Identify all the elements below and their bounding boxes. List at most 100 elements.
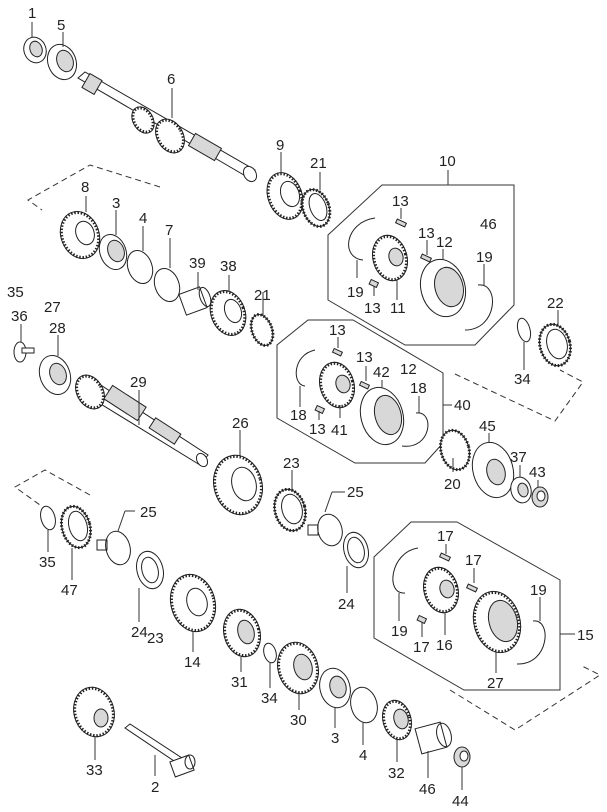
label-27-a: 27 <box>44 299 61 316</box>
part-17-key-2[interactable] <box>465 583 479 593</box>
label-20: 20 <box>444 476 461 493</box>
part-33-reverse-idler-gear[interactable] <box>68 683 120 742</box>
part-25-synchro-cone[interactable] <box>307 511 346 548</box>
part-4-snap-ring-2[interactable] <box>347 684 381 726</box>
part-21-synchro-ring-2[interactable] <box>247 312 277 349</box>
label-29: 29 <box>130 374 147 391</box>
part-22-synchro-ring[interactable] <box>535 321 575 369</box>
part-14-gear[interactable] <box>164 569 222 636</box>
sync-assembly-15-outline <box>373 521 561 691</box>
label-41: 41 <box>331 422 348 439</box>
part-35-snap-ring[interactable] <box>38 505 58 532</box>
part-28-bearing[interactable] <box>34 351 76 399</box>
label-35-a: 35 <box>7 284 24 301</box>
part-24-synchro-ring-2[interactable] <box>133 548 168 591</box>
label-14: 14 <box>184 654 201 671</box>
label-19-c: 19 <box>391 623 408 640</box>
label-13-a: 13 <box>392 193 409 210</box>
part-16-synchro-hub[interactable] <box>419 563 464 616</box>
part-19-snap-ring-4[interactable] <box>516 620 546 665</box>
part-41-synchro-hub[interactable] <box>315 358 360 411</box>
dashed-outline-upper-left <box>27 164 161 211</box>
part-27-synchro-sleeve-gear[interactable] <box>467 586 527 658</box>
part-18-snap-ring[interactable] <box>295 349 316 387</box>
part-12-synchro-sleeve[interactable] <box>414 254 472 321</box>
part-19-snap-ring-3[interactable] <box>392 547 419 594</box>
part-1-oil-seal[interactable] <box>20 34 50 66</box>
part-32-gear[interactable] <box>378 697 415 743</box>
part-13-key-3[interactable] <box>368 278 380 289</box>
label-26: 26 <box>232 415 249 432</box>
part-47-synchro-ring[interactable] <box>57 503 95 551</box>
part-29-output-shaft[interactable] <box>70 370 210 469</box>
part-17-key[interactable] <box>438 552 452 562</box>
part-13-key-6[interactable] <box>314 404 326 415</box>
label-19-d: 19 <box>530 582 547 599</box>
part-23-synchro-ring[interactable] <box>270 486 310 534</box>
part-12-synchro-sleeve-2[interactable] <box>354 383 410 450</box>
label-11: 11 <box>390 300 406 317</box>
part-5-bearing[interactable] <box>43 40 82 83</box>
label-18-b: 18 <box>290 407 307 424</box>
part-36-oil-guide[interactable] <box>13 341 35 363</box>
label-4: 4 <box>139 210 147 227</box>
label-10: 10 <box>439 153 456 170</box>
part-38-gear[interactable] <box>204 286 252 341</box>
label-34-a: 34 <box>514 371 531 388</box>
label-30: 30 <box>290 712 307 729</box>
label-27-b: 27 <box>487 675 504 692</box>
part-21-synchro-ring[interactable] <box>297 186 334 231</box>
part-20-synchro-ring[interactable] <box>436 427 473 473</box>
label-40: 40 <box>454 397 471 414</box>
part-3-bearing[interactable] <box>95 231 132 274</box>
part-17-key-3[interactable] <box>416 614 428 625</box>
part-18-snap-ring-2[interactable] <box>401 412 429 447</box>
part-19-snap-ring[interactable] <box>348 217 376 261</box>
part-37-bearing[interactable] <box>508 475 534 505</box>
part-13-key-4[interactable] <box>331 347 344 357</box>
label-35-b: 35 <box>39 554 56 571</box>
part-19-snap-ring-2[interactable] <box>464 284 493 331</box>
label-45: 45 <box>479 418 496 435</box>
part-3-bearing-2[interactable] <box>315 665 354 711</box>
label-3: 3 <box>112 195 120 212</box>
label-47: 47 <box>61 582 78 599</box>
part-8-gear[interactable] <box>54 206 106 264</box>
part-26-gear[interactable] <box>207 450 269 520</box>
label-21: 21 <box>310 155 327 172</box>
part-39-needle-bushing[interactable] <box>178 286 213 316</box>
part-46-bushing[interactable] <box>414 721 454 755</box>
part-34-snap-ring-2[interactable] <box>262 642 279 664</box>
label-2: 2 <box>151 779 159 796</box>
label-46-a: 46 <box>480 216 497 233</box>
label-21-b: 21 <box>254 287 271 304</box>
label-18-a: 18 <box>410 380 427 397</box>
part-13-key-5[interactable] <box>358 380 371 390</box>
label-1: 1 <box>28 5 36 22</box>
label-46-b: 46 <box>419 781 436 798</box>
part-44-lock-nut[interactable] <box>453 746 471 768</box>
label-13-e: 13 <box>356 349 373 366</box>
label-28: 28 <box>49 320 66 337</box>
label-12-b: 12 <box>400 361 417 378</box>
label-13-b: 13 <box>418 225 435 242</box>
part-11-synchro-hub[interactable] <box>368 231 413 284</box>
label-25-b: 25 <box>140 504 157 521</box>
part-9-gear[interactable] <box>261 168 309 225</box>
part-45-plate[interactable] <box>466 438 519 502</box>
part-25-synchro-cone-2[interactable] <box>96 528 134 567</box>
part-6-input-shaft[interactable] <box>77 71 259 184</box>
part-4-snap-ring[interactable] <box>123 247 157 287</box>
part-2-idler-shaft[interactable] <box>124 723 196 778</box>
part-30-gear[interactable] <box>272 638 324 699</box>
part-24-synchro-ring[interactable] <box>340 530 372 571</box>
part-43-lock-nut[interactable] <box>531 486 549 508</box>
label-31: 31 <box>231 674 248 691</box>
part-13-key[interactable] <box>394 218 408 228</box>
sync-assembly-40-outline <box>276 319 444 464</box>
part-34-snap-ring[interactable] <box>515 317 533 343</box>
part-7-ring[interactable] <box>150 265 184 305</box>
part-31-gear[interactable] <box>218 605 265 661</box>
part-13-key-2[interactable] <box>419 253 433 263</box>
label-43: 43 <box>529 464 546 481</box>
